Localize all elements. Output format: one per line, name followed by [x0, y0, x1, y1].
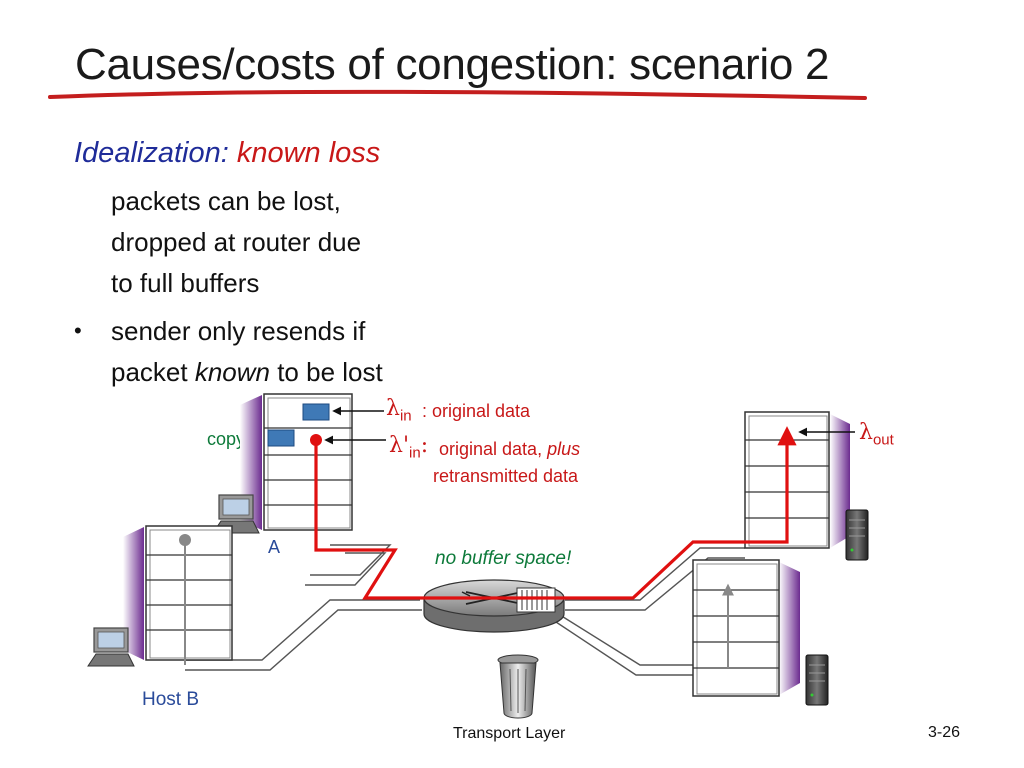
text-line-5-post: to be lost [269, 357, 383, 387]
lambda-in-symbol: λin [386, 396, 412, 425]
lambda-in-subscript: in [399, 407, 412, 425]
text-line-2: dropped at router due [111, 227, 362, 257]
text-line-1: packets can be lost, [111, 186, 341, 216]
text-line-4: sender only resends if [111, 316, 366, 346]
lambda-out-subscript: out [872, 431, 894, 449]
slide-title: Causes/costs of congestion: scenario 2 [75, 40, 830, 89]
packet-copy [267, 429, 295, 447]
server-icon-2 [805, 654, 829, 706]
idealization-value: known loss [236, 137, 381, 169]
bullet-marker: • [74, 318, 82, 343]
idealization-label: Idealization: [74, 137, 229, 169]
lambda-in-desc: : original data [422, 401, 531, 421]
packet-original [302, 403, 330, 421]
lambda-prime-in-symbol: λ'in: [389, 433, 429, 462]
text-line-5-pre: packet [111, 357, 195, 387]
router-buffer [516, 587, 556, 613]
text-line-5: packet known to be lost [111, 357, 383, 388]
lambda-prime-plus: plus [547, 439, 581, 459]
server-icon [845, 509, 869, 561]
host-b-dot [179, 534, 191, 546]
lambda-prime-desc-line2: retransmitted data [433, 466, 579, 486]
lambda-prime-desc: original data, plus [439, 439, 581, 459]
lambda-prime-colon: : [420, 433, 429, 458]
no-buffer-label: no buffer space! [435, 548, 572, 569]
footer-title: Transport Layer [453, 725, 566, 742]
host-a-label: A [268, 537, 281, 557]
host-a-stack [240, 393, 353, 531]
copy-label: copy [207, 429, 246, 449]
page-number: 3-26 [928, 724, 961, 741]
receiver-lower-stack [692, 559, 800, 697]
text-line-5-em: known [194, 357, 270, 387]
laptop-icon-b [87, 627, 135, 667]
lambda-prime-in-subscript: in [409, 444, 421, 462]
host-b-stack [123, 525, 233, 661]
text-line-3: to full buffers [111, 268, 260, 298]
idealization-heading: Idealization: known loss [74, 137, 380, 170]
red-path-origin [310, 434, 322, 446]
title-underline [48, 89, 867, 100]
host-b-label: Host B [142, 689, 200, 710]
trash-can-icon [497, 654, 539, 719]
lambda-out-symbol: λout [859, 420, 894, 449]
red-data-path [314, 426, 797, 600]
